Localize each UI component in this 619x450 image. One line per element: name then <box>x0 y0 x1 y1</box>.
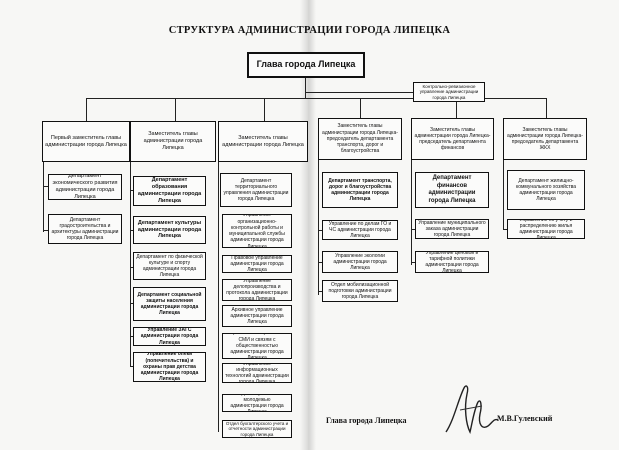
connector <box>411 229 415 230</box>
connector <box>503 160 504 230</box>
department-box: Управление организационно-контрольной ра… <box>222 214 292 248</box>
department-box: Управление муниципального заказа админис… <box>415 219 489 239</box>
connector <box>503 229 507 230</box>
connector <box>130 230 133 231</box>
connector <box>130 336 133 337</box>
connector <box>456 98 457 118</box>
connector <box>130 303 133 304</box>
signature-title: Глава города Липецка <box>326 416 407 425</box>
department-box: Департамент транспорта, дорог и благоуст… <box>322 172 398 208</box>
connector <box>546 98 547 118</box>
department-box: Департамент социальной защиты населения … <box>133 287 206 321</box>
control-box: Контрольно-ревизионное управление админи… <box>413 82 485 102</box>
connector <box>411 262 415 263</box>
connector <box>305 92 413 93</box>
chart-title: СТРУКТУРА АДМИНИСТРАЦИИ ГОРОДА ЛИПЕЦКА <box>168 25 451 36</box>
department-box: Отдел бухгалтерского учета и отчетности … <box>222 420 292 438</box>
department-box: Департамент жилищно-коммунального хозяйс… <box>507 170 585 210</box>
connector <box>43 230 48 231</box>
connector <box>218 162 219 432</box>
department-box: Департамент экономического развития адми… <box>48 174 122 200</box>
department-box: Департамент по физической культуре и спо… <box>133 252 206 280</box>
connector <box>305 78 306 98</box>
deputy-box: Заместитель главы администрации города Л… <box>503 118 587 160</box>
connector <box>318 291 322 292</box>
connector <box>264 98 265 121</box>
department-box: Департамент финансов администрации город… <box>415 172 489 208</box>
connector <box>130 162 131 367</box>
department-box: Департамент территориального управления … <box>220 173 292 207</box>
handwritten-signature <box>445 385 499 435</box>
department-box: Департамент культуры администрации город… <box>133 216 206 244</box>
department-box: Управление по делам ГО и ЧС администраци… <box>322 220 398 240</box>
department-box: Управление экологии администрации города… <box>322 251 398 273</box>
connector <box>43 162 44 232</box>
deputy-box: Заместитель главы администрации города Л… <box>411 118 494 160</box>
connector <box>318 262 322 263</box>
department-box: Отдел мобилизационной подготовки админис… <box>322 280 398 302</box>
department-box: Управление информационных технологий адм… <box>222 363 292 383</box>
deputy-box: Заместитель главы администрации города Л… <box>218 121 308 162</box>
department-box: Управление по учету и распределению жиль… <box>507 219 585 239</box>
deputy-box: Заместитель главы администрации города Л… <box>130 121 216 162</box>
department-box: Управление по работе со СМИ и связям с о… <box>222 333 292 359</box>
connector <box>130 366 133 367</box>
connector <box>43 186 48 187</box>
connector <box>411 160 412 265</box>
department-box: Управление опеки (попечительства) и охра… <box>133 352 206 382</box>
department-box: Управление ЗАГС администрации города Лип… <box>133 327 206 346</box>
connector <box>318 230 322 231</box>
department-box: Архивное управление администрации города… <box>222 305 292 327</box>
connector <box>130 190 133 191</box>
connector <box>86 98 546 99</box>
connector <box>318 160 319 295</box>
page-fold <box>300 0 316 450</box>
department-box: Департамент образования администрации го… <box>133 176 206 206</box>
department-box: Управление ценовой и тарифной политики а… <box>415 251 489 273</box>
connector <box>360 98 361 118</box>
head-box: Глава города Липецка <box>247 52 365 78</box>
connector <box>130 267 133 268</box>
connector <box>175 98 176 121</box>
department-box: Департамент градостроительства и архитек… <box>48 214 122 244</box>
department-box: Правовое управление администрации города… <box>222 255 292 273</box>
connector <box>86 98 87 121</box>
deputy-box: Первый заместитель главы администрации г… <box>42 121 130 162</box>
department-box: Управление делопроизводства и протокола … <box>222 279 292 301</box>
deputy-box: Заместитель главы администрации города Л… <box>318 118 402 160</box>
department-box: Отдел по работе с молодежью администраци… <box>222 394 292 412</box>
signature-name: М.В.Гулевский <box>497 414 553 423</box>
